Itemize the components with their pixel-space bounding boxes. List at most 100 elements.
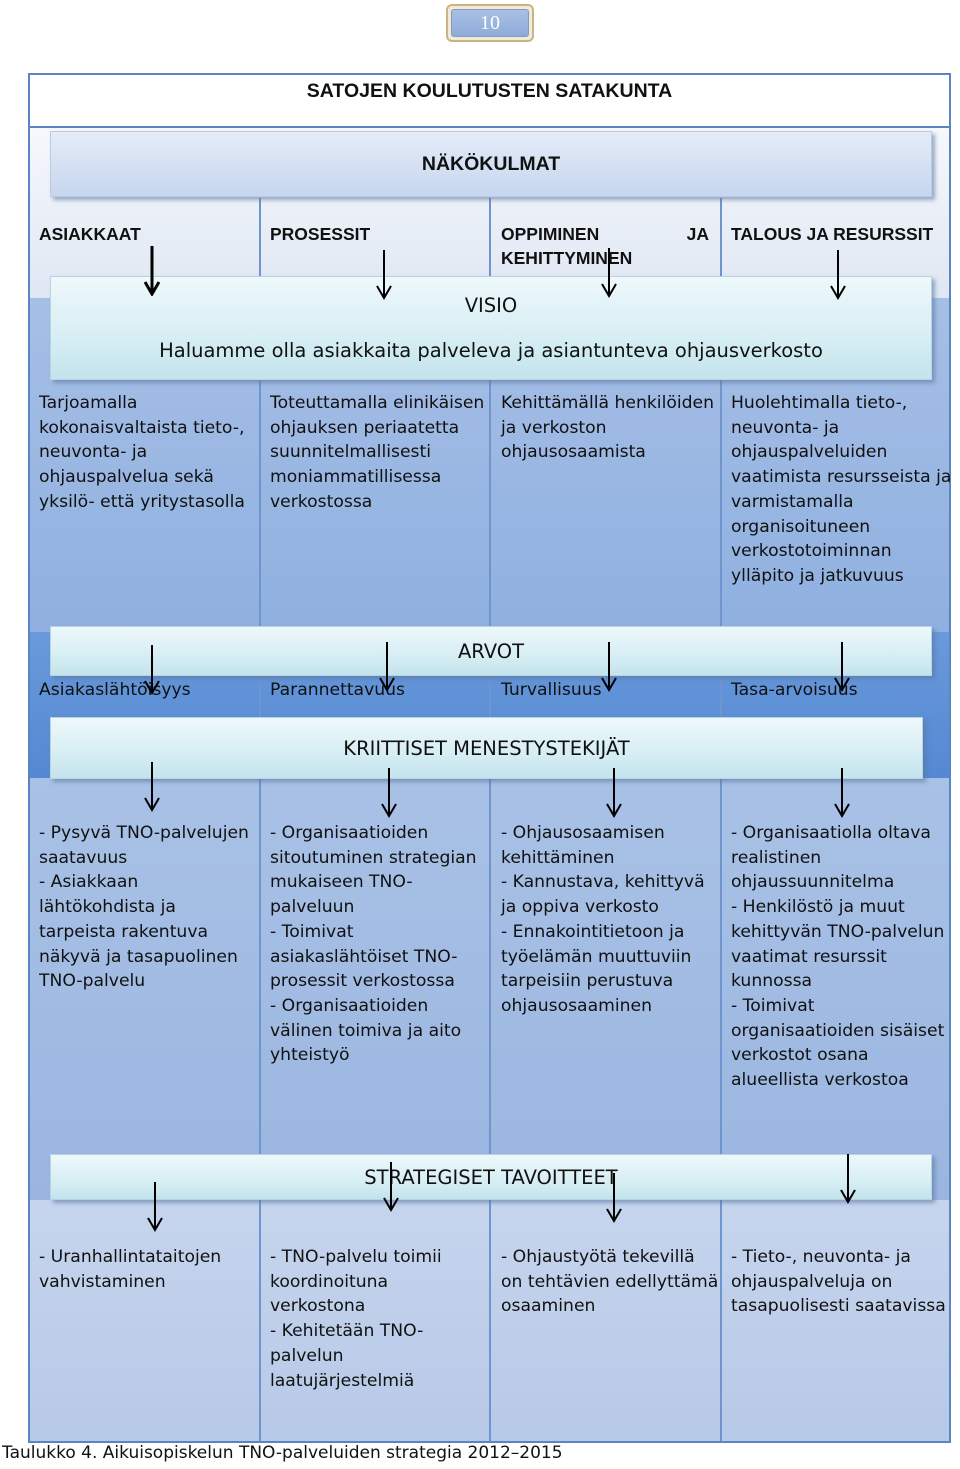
text-line: tarpeisiin perustuva [501,971,674,992]
text-line: työelämän muuttuviin [501,946,692,967]
column-divider-2 [259,198,490,1441]
text-line: ohjauspalvelua sekä [39,467,214,488]
arvo-tasa-arvoisuus: Tasa-arvoisuus [731,680,858,700]
text-line: ylläpito ja jatkuvuus [731,565,904,586]
arrow-down-icon [834,642,850,692]
page-title: SATOJEN KOULUTUSTEN SATAKUNTA [306,80,673,102]
text-line: kokonaisvaltaista tieto-, [39,417,245,438]
text-line: organisaatioiden sisäiset [731,1020,945,1041]
text-line: alueellista verkostoa [731,1070,909,1091]
text-line: välinen toimiva ja aito [270,1020,462,1041]
text-line: verkostotoiminnan [731,541,892,562]
page-number-badge: 10 [446,4,534,42]
text-line: - TNO-palvelu toimii [270,1247,442,1267]
strategiset-cell-asiakkaat: - Uranhallintataitojen vahvistaminen [39,1245,221,1294]
arrow-down-icon [840,1154,856,1204]
text-line: palveluun [270,897,355,918]
text-line: lähtökohdista ja [39,897,176,918]
text-line: vaatimista resursseista ja [731,467,952,488]
strategiset-cell-oppiminen: - Ohjaustyötä tekevillä on tehtävien ede… [501,1245,718,1319]
text-line: koordinoituna [270,1271,389,1292]
text-line: ja oppiva verkosto [501,897,659,918]
arrow-down-icon [147,1182,163,1232]
kriittiset-cell-prosessit: - Organisaatioiden sitoutuminen strategi… [270,821,477,1068]
arrow-down-icon [376,250,392,300]
kriittiset-label: KRIITTISET MENESTYSTEKIJÄT [343,736,630,760]
text-line: realistinen [731,847,822,868]
strategiset-banner: STRATEGISET TAVOITTEET [50,1154,932,1200]
text-line: kunnossa [731,971,813,992]
header-oppiminen-line2: KEHITTYMINEN [501,248,633,268]
strategiset-cell-prosessit: - TNO-palvelu toimii koordinoituna verko… [270,1245,442,1393]
text-line: - Uranhallintataitojen [39,1247,222,1267]
header-oppiminen-text: OPPIMINEN [501,224,600,244]
header-asiakkaat: ASIAKKAAT [39,224,141,244]
arrow-down-icon [601,642,617,692]
text-line: vaatimat resurssit [731,946,887,967]
text-line: neuvonta- ja [39,442,148,463]
text-line: palvelun [270,1345,344,1366]
visio-cell-oppiminen: Kehittämällä henkilöiden ja verkoston oh… [501,391,714,465]
text-line: tarpeista rakentuva [39,921,209,942]
arrow-down-icon [381,768,397,818]
text-line: - Toimivat [270,921,354,942]
text-line: vahvistaminen [39,1271,166,1292]
arvot-label: ARVOT [457,639,525,663]
strategiset-label: STRATEGISET TAVOITTEET [364,1165,618,1189]
text-line: - Organisaatioiden [270,823,429,843]
column-divider-3 [489,198,720,1441]
text-line: prosessit verkostossa [270,971,455,992]
arrow-down-icon [834,768,850,818]
arrow-down-icon [606,1173,622,1223]
kriittiset-banner: KRIITTISET MENESTYSTEKIJÄT [50,717,923,779]
visio-label: VISIO [464,294,518,317]
text-line: Tarjoamalla [39,393,138,413]
text-line: verkostona [270,1296,366,1317]
text-line: - Ohjausosaamisen [501,823,665,843]
header-oppiminen-line1: OPPIMINEN JA [501,222,709,246]
arrow-down-icon [379,642,395,692]
text-line: suunnitelmallisesti [270,442,431,463]
strategy-frame [28,73,951,1443]
arvo-turvallisuus: Turvallisuus [501,680,602,700]
text-line: tasapuolisesti saatavissa [731,1296,946,1317]
strategiset-cell-talous: - Tieto-, neuvonta- ja ohjauspalveluja o… [731,1245,946,1319]
text-line: - Toimivat [731,995,815,1016]
text-line: - Asiakkaan [39,872,139,893]
text-line: ohjausosaaminen [501,995,652,1016]
nakokulmat-label: NÄKÖKULMAT [421,153,561,175]
text-line: ja verkoston [501,417,607,438]
text-line: kehittyvän TNO-palvelun [731,921,945,942]
column-divider-4 [720,198,951,1441]
kriittiset-cell-talous: - Organisaatiolla oltava realistinen ohj… [731,821,944,1093]
text-line: laatujärjestelmiä [270,1370,415,1391]
arrow-down-icon [144,762,160,812]
text-line: ohjauksen periaatetta [270,417,460,438]
text-line: - Ohjaustyötä tekevillä [501,1247,695,1267]
text-line: Kehittämällä henkilöiden [501,393,715,413]
text-line: yksilö- että yritystasolla [39,491,245,512]
band-title [30,75,949,128]
text-line: asiakaslähtöiset TNO- [270,946,458,967]
text-line: - Pysyvä TNO-palvelujen [39,823,249,843]
visio-banner: VISIO Haluamme olla asiakkaita palveleva… [50,276,932,380]
arrow-down-icon [383,1162,399,1212]
text-line: näkyvä ja tasapuolinen [39,946,238,967]
kriittiset-cell-asiakkaat: - Pysyvä TNO-palvelujen saatavuus - Asia… [39,821,249,994]
visio-cell-asiakkaat: Tarjoamalla kokonaisvaltaista tieto-, ne… [39,391,245,515]
text-line: on tehtävien edellyttämä [501,1271,719,1292]
text-line: mukaiseen TNO- [270,872,413,893]
text-line: - Henkilöstö ja muut [731,897,905,918]
text-line: verkostot osana [731,1045,869,1066]
text-line: verkostossa [270,491,373,512]
text-line: - Tieto-, neuvonta- ja [731,1247,911,1267]
text-line: sitoutuminen strategian [270,847,477,868]
text-line: TNO-palvelu [39,971,146,992]
header-oppiminen: OPPIMINEN JA KEHITTYMINEN [501,222,709,270]
text-line: neuvonta- ja [731,417,840,438]
text-line: organisoituneen [731,516,871,537]
text-line: moniammatillisessa [270,467,442,488]
nakokulmat-banner: NÄKÖKULMAT [50,131,932,197]
arrow-down-icon [144,246,160,296]
text-line: varmistamalla [731,491,854,512]
